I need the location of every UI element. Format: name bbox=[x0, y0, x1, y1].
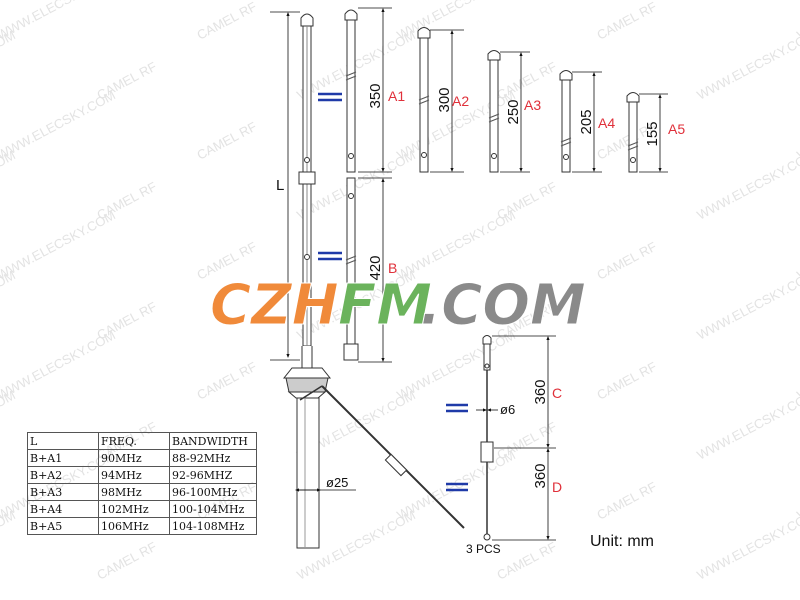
d-length: 360 bbox=[532, 463, 549, 488]
watermark-text: WWW.ELECSKY.COM bbox=[0, 507, 18, 582]
watermark-text: WWW.ELECSKY.COM bbox=[294, 147, 418, 222]
watermark-text: WWW.ELECSKY.COM bbox=[0, 0, 118, 43]
watermark-text: WWW.ELECSKY.COM bbox=[0, 387, 18, 462]
table-header: FREQ. bbox=[98, 432, 170, 450]
overall-length-dimension bbox=[270, 11, 300, 361]
table-row: B+A5 106MHz 104-108MHz bbox=[27, 517, 257, 535]
radial-dimensions bbox=[476, 335, 556, 541]
watermark-text: WWW.ELECSKY.COM bbox=[0, 147, 18, 222]
equals-marks bbox=[318, 92, 468, 492]
watermark-text: CAMEL RF bbox=[194, 0, 259, 43]
watermark-text: CAMEL RF bbox=[194, 359, 259, 403]
watermark-text: WWW.ELECSKY.COM bbox=[0, 207, 118, 282]
radials-count: 3 PCS bbox=[466, 542, 501, 556]
watermark-text: WWW.ELECSKY.COM bbox=[694, 387, 800, 462]
watermark-text: CAMEL RF bbox=[494, 539, 559, 583]
table-cell: 88-92MHz bbox=[169, 449, 257, 467]
a5-label: A5 bbox=[668, 121, 685, 137]
watermark-text: WWW.ELECSKY.COM bbox=[694, 27, 800, 102]
watermark-text: CAMEL RF bbox=[594, 359, 659, 403]
table-cell: 90MHz bbox=[98, 449, 170, 467]
table-cell: 94MHz bbox=[98, 466, 170, 484]
czhfm-logo: CZH FM .COM bbox=[210, 273, 587, 339]
table-header-row: L FREQ. BANDWIDTH bbox=[27, 432, 257, 450]
c-length: 360 bbox=[532, 379, 549, 404]
watermark-text: WWW.ELECSKY.COM bbox=[0, 267, 18, 342]
table-header: BANDWIDTH bbox=[169, 432, 257, 450]
radial-element bbox=[480, 335, 494, 541]
table-row: B+A2 94MHz 92-96MHZ bbox=[27, 466, 257, 484]
a5-length: 155 bbox=[644, 121, 661, 146]
table-cell: 92-96MHZ bbox=[169, 466, 257, 484]
a1-b-dimensions bbox=[358, 7, 392, 363]
watermark-text: WWW.ELECSKY.COM bbox=[694, 267, 800, 342]
watermark-text: CAMEL RF bbox=[194, 119, 259, 163]
table-cell: 96-100MHz bbox=[169, 483, 257, 501]
watermark-text: CAMEL RF bbox=[594, 0, 659, 43]
a-elements bbox=[417, 27, 640, 173]
table-cell: B+A1 bbox=[27, 449, 99, 467]
a1-length: 350 bbox=[367, 83, 384, 108]
table-cell: 104-108MHz bbox=[169, 517, 257, 535]
table-cell: 98MHz bbox=[98, 483, 170, 501]
whip-diameter: ø6 bbox=[500, 402, 515, 417]
table-cell: B+A2 bbox=[27, 466, 99, 484]
watermark-text: CAMEL RF bbox=[94, 539, 159, 583]
watermark-text: WWW.ELECSKY.COM bbox=[0, 87, 118, 162]
watermark-text: WWW.ELECSKY.COM bbox=[0, 27, 18, 102]
watermark-text: CAMEL RF bbox=[594, 239, 659, 283]
table-cell: B+A5 bbox=[27, 517, 99, 535]
b-length: 420 bbox=[367, 255, 384, 280]
a4-length: 205 bbox=[578, 109, 595, 134]
watermark-text: WWW.ELECSKY.COM bbox=[794, 447, 800, 522]
a3-label: A3 bbox=[524, 97, 541, 113]
table-header: L bbox=[27, 432, 99, 450]
watermark-text: WWW.ELECSKY.COM bbox=[694, 147, 800, 222]
watermark-text: WWW.ELECSKY.COM bbox=[794, 207, 800, 282]
watermark-text: WWW.ELECSKY.COM bbox=[794, 327, 800, 402]
a1-label: A1 bbox=[388, 88, 405, 104]
table-cell: B+A3 bbox=[27, 483, 99, 501]
c-label: C bbox=[552, 385, 562, 401]
a-element-dimensions bbox=[430, 29, 668, 173]
d-label: D bbox=[552, 479, 562, 495]
table-row: B+A1 90MHz 88-92MHz bbox=[27, 449, 257, 467]
table-cell: B+A4 bbox=[27, 500, 99, 518]
a2-label: A2 bbox=[452, 93, 469, 109]
logo-part-com: .COM bbox=[420, 273, 586, 338]
assembled-antenna bbox=[282, 13, 465, 549]
logo-part-fm: FM bbox=[338, 273, 432, 338]
a3-length: 250 bbox=[505, 99, 522, 124]
table-cell: 102MHz bbox=[98, 500, 170, 518]
frequency-table: L FREQ. BANDWIDTH B+A1 90MHz 88-92MHz B+… bbox=[27, 432, 257, 535]
table-cell: 106MHz bbox=[98, 517, 170, 535]
a2-length: 300 bbox=[436, 87, 453, 112]
unit-label: Unit: mm bbox=[590, 533, 654, 550]
logo-part-czh: CZH bbox=[210, 273, 339, 338]
watermark-text: WWW.ELECSKY.COM bbox=[0, 327, 118, 402]
b-label: B bbox=[388, 260, 397, 276]
table-row: B+A3 98MHz 96-100MHz bbox=[27, 483, 257, 501]
a4-label: A4 bbox=[598, 115, 615, 131]
watermark-text: CAMEL RF bbox=[594, 479, 659, 523]
mast-diameter: ø25 bbox=[326, 475, 348, 490]
watermark-text: WWW.ELECSKY.COM bbox=[694, 507, 800, 582]
table-row: B+A4 102MHz 100-104MHz bbox=[27, 500, 257, 518]
overall-length-label: L bbox=[276, 177, 284, 194]
section-a1-b bbox=[343, 9, 359, 361]
watermark-text: WWW.ELECSKY.COM bbox=[794, 87, 800, 162]
table-cell: 100-104MHz bbox=[169, 500, 257, 518]
